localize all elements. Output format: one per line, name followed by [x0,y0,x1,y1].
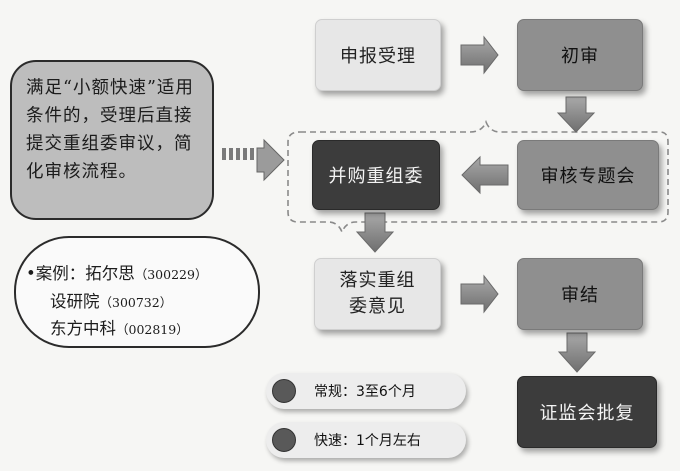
case-name-2: 设研院 [50,292,100,311]
dashed-group-outline [287,119,669,235]
legend-pill-regular [266,373,466,409]
box-shenjie: 审结 [517,258,643,330]
case-code-1: （300229） [134,267,208,282]
arrow-down-2 [355,212,395,253]
case-name-1: 拓尔思 [85,264,135,283]
case-line-2: 设研院（300732） [50,288,172,312]
box-bingou: 并购重组委 [312,140,440,210]
box-shenhe: 审核专题会 [517,140,659,210]
case-line-1: •案例：拓尔思（300229） [26,260,207,284]
striped-arrow [222,138,285,182]
note-box: 满足“小额快速”适用条件的，受理后直接提交重组委审议，简化审核流程。 [10,60,214,220]
legend-dot-fast [272,428,296,452]
arrow-right-1 [460,35,499,75]
box-chushen: 初审 [517,19,643,91]
legend-regular: 常规：3至6个月 [314,381,416,401]
legend-pill-fast [266,422,466,458]
legend-regular-label: 常规： [314,384,356,400]
arrow-right-2 [460,274,499,314]
box-pifu: 证监会批复 [517,376,657,448]
legend-fast: 快速：1个月左右 [314,430,421,450]
legend-regular-value: 3至6个月 [356,384,416,400]
box-luoshi: 落实重组委意见 [314,258,441,330]
arrow-down-1 [556,96,596,133]
case-code-3: （002819） [116,322,189,337]
legend-dot-regular [272,379,296,403]
box-shenbao: 申报受理 [315,19,441,91]
arrow-left-1 [461,155,509,195]
legend-fast-label: 快速： [314,433,356,449]
case-line-3: 东方中科（002819） [50,315,189,339]
case-box: •案例：拓尔思（300229） 设研院（300732） 东方中科（002819） [14,236,260,348]
note-text: 满足“小额快速”适用条件的，受理后直接提交重组委审议，简化审核流程。 [26,78,194,182]
legend-fast-value: 1个月左右 [356,433,421,449]
arrow-down-3 [557,332,597,373]
case-label: •案例： [26,264,86,283]
case-code-2: （300732） [99,295,173,310]
case-name-3: 东方中科 [50,319,116,338]
